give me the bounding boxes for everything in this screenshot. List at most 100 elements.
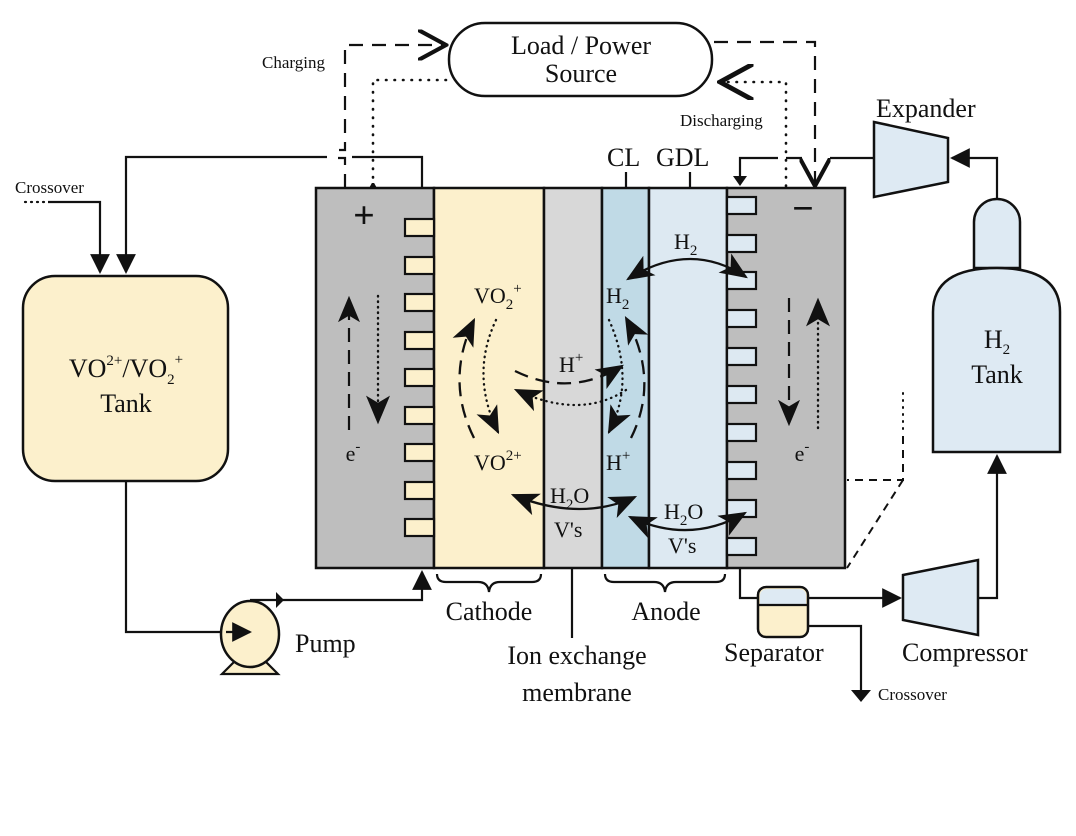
- separator-outline: [756, 585, 810, 639]
- cathode-flow-channel: [403, 480, 436, 501]
- h2-tank-neck: [972, 197, 1022, 270]
- species-h2-gdl: H2: [674, 229, 697, 259]
- charging-label: Charging: [262, 53, 325, 72]
- cell-stack: [314, 186, 847, 570]
- separator-label: Separator: [724, 638, 824, 667]
- species-h-plus-catalyst: H+: [606, 448, 630, 475]
- tank-to-expander-line: [950, 148, 999, 200]
- cathode-flow-channel: [403, 367, 436, 388]
- cathode-flow-channel: [403, 292, 436, 313]
- discharging-path: [373, 80, 788, 188]
- separator-drain-line: [808, 624, 863, 700]
- h2-tank-body: [931, 266, 1062, 454]
- anode-flow-channel: [725, 384, 758, 405]
- tank-to-pump-line: [124, 481, 242, 634]
- discharging-label: Discharging: [680, 111, 763, 130]
- vanadium-tank-label: Tank: [100, 389, 152, 418]
- compressor-label: Compressor: [902, 638, 1028, 667]
- expander: Expander: [872, 94, 976, 199]
- h2o-gdl-arrow: [627, 511, 747, 539]
- cathode-discharging-arc: [476, 318, 500, 435]
- crossover-left-label: Crossover: [15, 178, 84, 197]
- vanadium-tank: VO2+/VO2+ Tank: [21, 274, 230, 483]
- projection-lines: [846, 392, 904, 569]
- anode-flow-channel: [725, 422, 758, 443]
- cathode-flow-channel: [403, 405, 436, 426]
- pump-outlet-arrow-icon: [276, 592, 284, 608]
- crossover-right-arrow-icon: [851, 690, 871, 702]
- electron-label-right: e-: [795, 439, 810, 466]
- cathode-flow-channel: [403, 255, 436, 276]
- proton-discharging-arrow: [513, 388, 628, 412]
- compressor-to-tank-line: [978, 454, 1007, 600]
- h2-tank-label: Tank: [971, 360, 1023, 389]
- charging-dashed-return: [714, 40, 815, 186]
- cathode-flow-channel: [403, 442, 436, 463]
- gdl-label: GDL: [656, 143, 709, 172]
- anode-label: Anode: [631, 597, 700, 626]
- species-vs-membrane: V's: [554, 517, 582, 542]
- electrolyte-return-line: [116, 155, 327, 274]
- crossover-right-label: Crossover: [878, 685, 947, 704]
- separator-gas-phase: [760, 589, 806, 605]
- anode-flow-channel: [725, 233, 758, 254]
- species-h-plus-membrane: H+: [559, 350, 583, 377]
- pump-label: Pump: [295, 629, 356, 658]
- anode-brace: [603, 573, 727, 593]
- anode-flow-channels: [725, 195, 758, 557]
- positive-terminal-icon: +: [353, 195, 375, 237]
- cl-gdl-pointers: [624, 172, 692, 188]
- vanadium-tank-species: VO2+/VO2+: [69, 352, 183, 388]
- cathode-flow-channels: [403, 217, 436, 538]
- anode-discharging-arc: [607, 318, 631, 435]
- charging-dashed-line: [336, 45, 446, 188]
- species-vo2-plus: VO2+: [474, 281, 522, 313]
- anode-flow-channel: [725, 536, 758, 557]
- negative-terminal-icon: −: [792, 188, 814, 230]
- electrolyte-outlet-line: [352, 155, 424, 188]
- cathode-label: Cathode: [446, 597, 533, 626]
- expander-to-cell-line: [738, 156, 873, 184]
- expander-body: [872, 120, 950, 199]
- anode-flow-channel: [725, 308, 758, 329]
- compressor: Compressor: [901, 558, 1028, 667]
- membrane-label-line2: membrane: [522, 678, 632, 707]
- cathode-flow-channel: [403, 217, 436, 238]
- proton-charging-arrow: [514, 364, 624, 390]
- anode-flow-channel: [725, 460, 758, 481]
- expander-inlet-arrow-icon: [733, 176, 747, 186]
- braces: [435, 568, 727, 638]
- cathode-layer: [432, 186, 546, 570]
- electron-label-left: e-: [346, 439, 361, 466]
- membrane-label-line1: Ion exchange: [507, 641, 646, 670]
- projection-dashed-diagonal: [846, 479, 904, 569]
- discharging-dotted-return: [720, 82, 788, 188]
- cathode-flow-channel: [403, 517, 436, 538]
- crossover-left-line: [48, 200, 110, 274]
- anode-charging-arc: [624, 315, 649, 439]
- cell-to-separator-line: [738, 568, 758, 600]
- catalyst-layer: [600, 186, 651, 570]
- reaction-arrows: [452, 253, 748, 539]
- compressor-body: [901, 558, 980, 637]
- h2o-membrane-arrow: [510, 493, 638, 518]
- anode-flow-channel: [725, 346, 758, 367]
- h2-tank-species: H2: [984, 325, 1010, 358]
- cathode-brace: [435, 573, 543, 593]
- species-h2-catalyst: H2: [606, 283, 629, 313]
- charging-path: [336, 40, 815, 188]
- projection-dashed-top: [847, 436, 904, 481]
- species-vo2-2plus: VO2+: [474, 448, 522, 475]
- h2-tank: H2 Tank: [931, 197, 1062, 454]
- load-power-source: Load / Power Source: [447, 21, 714, 98]
- load-label-line1: Load / Power: [511, 31, 651, 60]
- h2-diffusion-arrow: [626, 253, 748, 281]
- pump-outlet-line: [250, 570, 432, 602]
- pump-body: [219, 599, 281, 669]
- cl-label: CL: [607, 143, 640, 172]
- load-box: [447, 21, 714, 98]
- cathode-flow-channel: [403, 330, 436, 351]
- pump: Pump: [219, 570, 432, 676]
- species-vs-gdl: V's: [668, 533, 696, 558]
